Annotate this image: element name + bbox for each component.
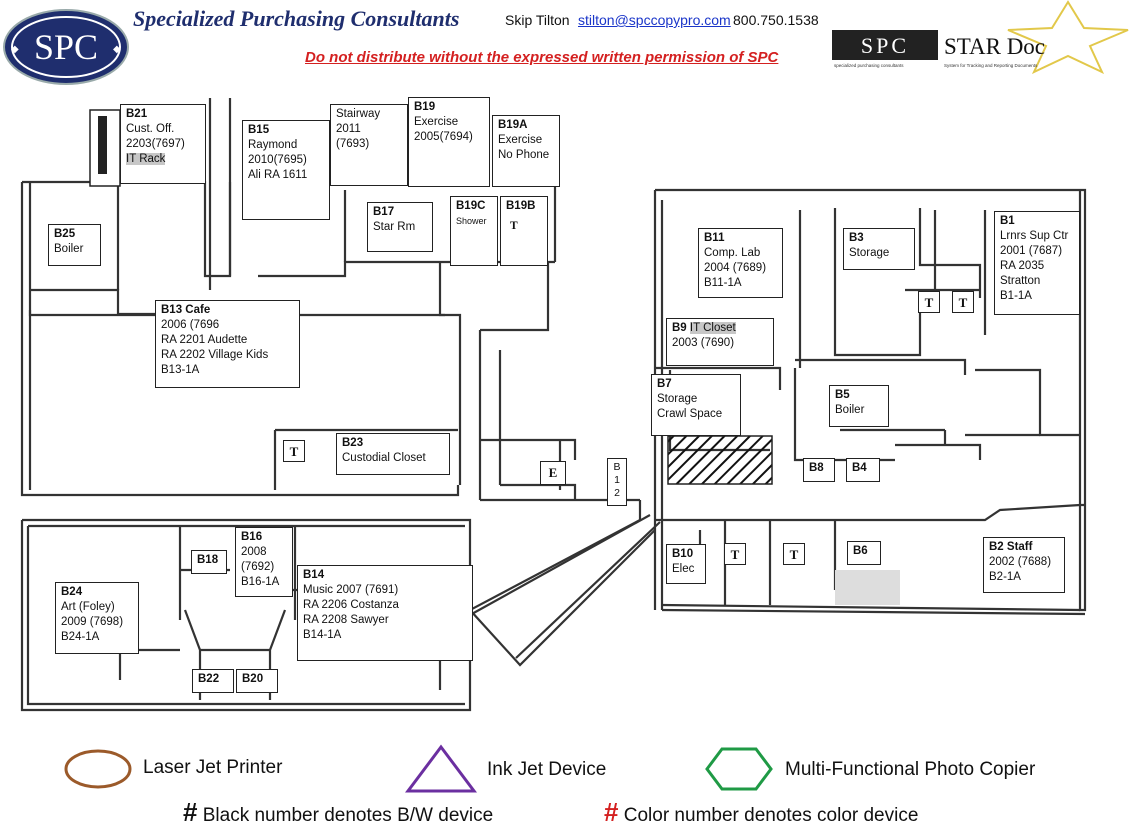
mfp-copier-symbol [705,747,773,791]
contact-phone: 800.750.1538 [733,12,819,28]
room-b19a: B19A Exercise No Phone [492,115,560,187]
elevator-icon: E [540,461,566,485]
room-b25: B25 Boiler [48,224,101,266]
toilet-icon: T [783,543,805,565]
room-b11: B11 Comp. Lab 2004 (7689) B11-1A [698,228,783,298]
room-b17: B17 Star Rm [367,202,433,252]
room-b14: B14 Music 2007 (7691) RA 2206 Costanza R… [297,565,473,661]
red-hash-symbol: # [604,797,619,827]
room-b9: B9 IT Closet 2003 (7690) [666,318,774,366]
star-sub-right: System for Tracking and Reporting Docume… [944,63,1038,68]
color-device-note: # Color number denotes color device [604,797,919,827]
spc-logo: SPC ◆ ◆ [3,9,129,85]
room-b20: B20 [236,669,278,693]
black-hash-symbol: # [183,797,198,827]
distribution-warning: Do not distribute without the expressed … [305,49,779,66]
room-b7: B7 Storage Crawl Space [651,374,741,436]
room-b1: B1 Lrnrs Sup Ctr 2001 (7687) RA 2035 Str… [994,211,1080,315]
room-b4: B4 [846,458,880,482]
room-b19: B19 Exercise 2005(7694) [408,97,490,187]
room-b5: B5 Boiler [829,385,889,427]
ink-jet-symbol [405,744,477,793]
room-b18: B18 [191,550,227,574]
room-b10: B10 Elec [666,544,706,584]
toilet-icon: T [724,543,746,565]
bw-device-note: # Black number denotes B/W device [183,797,494,827]
room-b15: B15 Raymond 2010(7695) Ali RA 1611 [242,120,330,220]
legend-laser-label: Laser Jet Printer [143,757,283,778]
toilet-icon: T [918,291,940,313]
room-b2-staff: B2 Staff 2002 (7688) B2-1A [983,537,1065,593]
floor-plan-walls [20,98,1087,712]
contact-email-link[interactable]: stilton@spccopypro.com [578,12,731,28]
room-b16: B16 2008 (7692) B16-1A [235,527,293,597]
toilet-icon: T [283,440,305,462]
room-b23: B23 Custodial Closet [336,433,450,475]
it-rack-label: IT Rack [126,153,166,165]
room-b3: B3 Storage [843,228,915,270]
it-closet-label: IT Closet [689,322,736,334]
contact-name: Skip Tilton [505,12,570,28]
room-b21: B21 Cust. Off. 2203(7697) IT Rack [120,104,206,184]
star-doc-logo: SPC STAR Doc specialized purchasing cons… [832,0,1129,74]
company-name: Specialized Purchasing Consultants [133,6,460,31]
room-b12: B 1 2 [607,458,627,506]
room-b6: B6 [847,541,881,565]
room-stairway: Stairway 2011 (7693) [330,104,408,186]
room-b19c: B19C Shower [450,196,498,266]
svg-text:◆: ◆ [11,44,19,55]
star-title-text: STAR Doc [944,34,1045,59]
logo-text: SPC [34,27,98,67]
room-b22: B22 [192,669,234,693]
star-spc-text: SPC [861,33,909,58]
legend-mfp-label: Multi-Functional Photo Copier [785,759,1036,780]
legend-inkjet-label: Ink Jet Device [487,759,607,780]
room-b19b: B19B T [500,196,548,266]
star-sub-left: specialized purchasing consultants [834,63,904,68]
toilet-icon: T [952,291,974,313]
room-b13-cafe: B13 Cafe 2006 (7696 RA 2201 Audette RA 2… [155,300,300,388]
room-b24: B24 Art (Foley) 2009 (7698) B24-1A [55,582,139,654]
laser-jet-symbol [64,749,132,789]
room-b8: B8 [803,458,835,482]
svg-text:◆: ◆ [113,44,121,55]
